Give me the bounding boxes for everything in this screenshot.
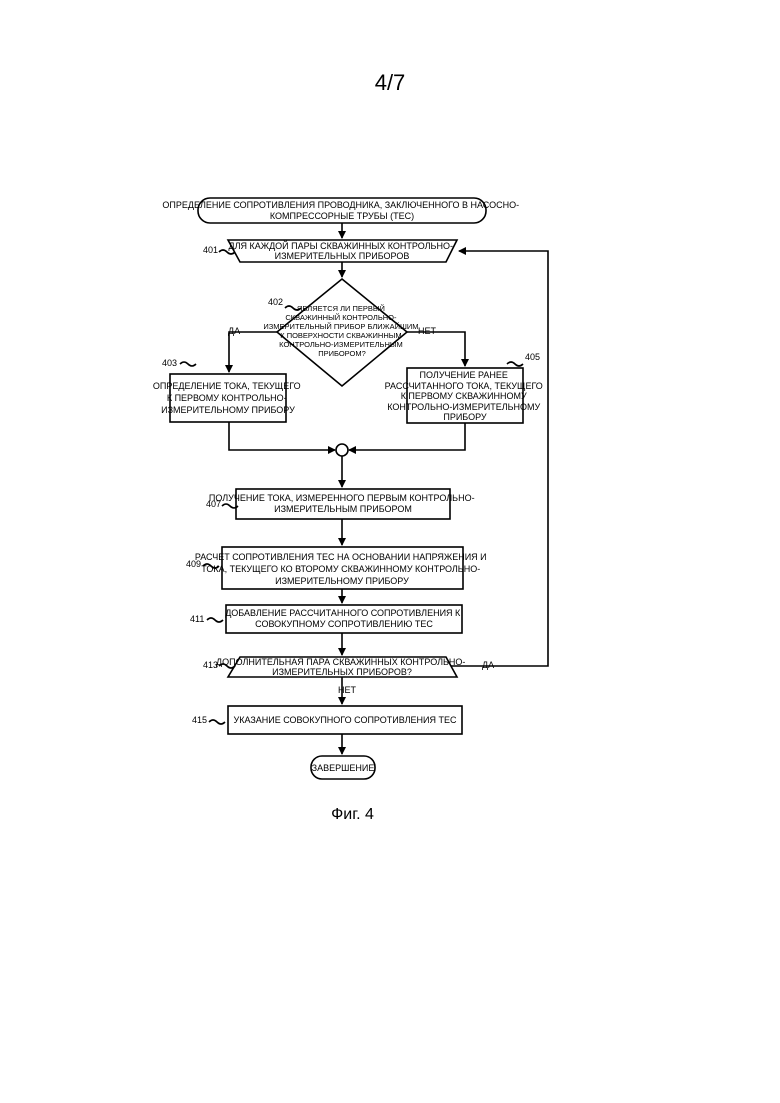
ref-403-squiggle xyxy=(180,362,196,366)
label-no-down: НЕТ xyxy=(338,685,357,695)
figure-caption: Фиг. 4 xyxy=(0,806,705,824)
ref-407: 407 xyxy=(206,499,221,509)
ref-409: 409 xyxy=(186,559,201,569)
ref-405-squiggle xyxy=(507,362,523,366)
label-no-right: НЕТ xyxy=(418,326,437,336)
edge-right-merge xyxy=(349,423,465,450)
ref-403: 403 xyxy=(162,358,177,368)
ref-415-squiggle xyxy=(209,720,225,724)
edge-decision-no xyxy=(407,332,465,366)
edge-left-merge xyxy=(229,422,335,450)
ref-413: 413 xyxy=(203,660,218,670)
edge-loop-back xyxy=(451,251,548,666)
indicate-text: УКАЗАНИЕ СОВОКУПНОГО СОПРОТИВЛЕНИЯ ТЕС xyxy=(233,715,457,725)
label-yes-left: ДА xyxy=(228,326,240,336)
end-text: ЗАВЕРШЕНИЕ xyxy=(312,763,375,773)
ref-415: 415 xyxy=(192,715,207,725)
edge-decision-yes xyxy=(229,332,277,372)
ref-411-squiggle xyxy=(207,618,223,622)
ref-405: 405 xyxy=(525,352,540,362)
decision-text: ЯВЛЯЕТСЯ ЛИ ПЕРВЫЙ СКВАЖИННЫЙ КОНТРОЛЬНО… xyxy=(263,304,420,358)
merge-connector xyxy=(336,444,348,456)
determine-current-text: ОПРЕДЕЛЕНИЕ ТОКА, ТЕКУЩЕГО К ПЕРВОМУ КОН… xyxy=(153,381,303,415)
add-text: ДОБАВЛЕНИЕ РАССЧИТАННОГО СОПРОТИВЛЕНИЯ К… xyxy=(225,608,463,629)
label-yes-loop: ДА xyxy=(482,660,494,670)
ref-401: 401 xyxy=(203,245,218,255)
ref-411: 411 xyxy=(190,614,204,624)
ref-402: 402 xyxy=(268,297,283,307)
